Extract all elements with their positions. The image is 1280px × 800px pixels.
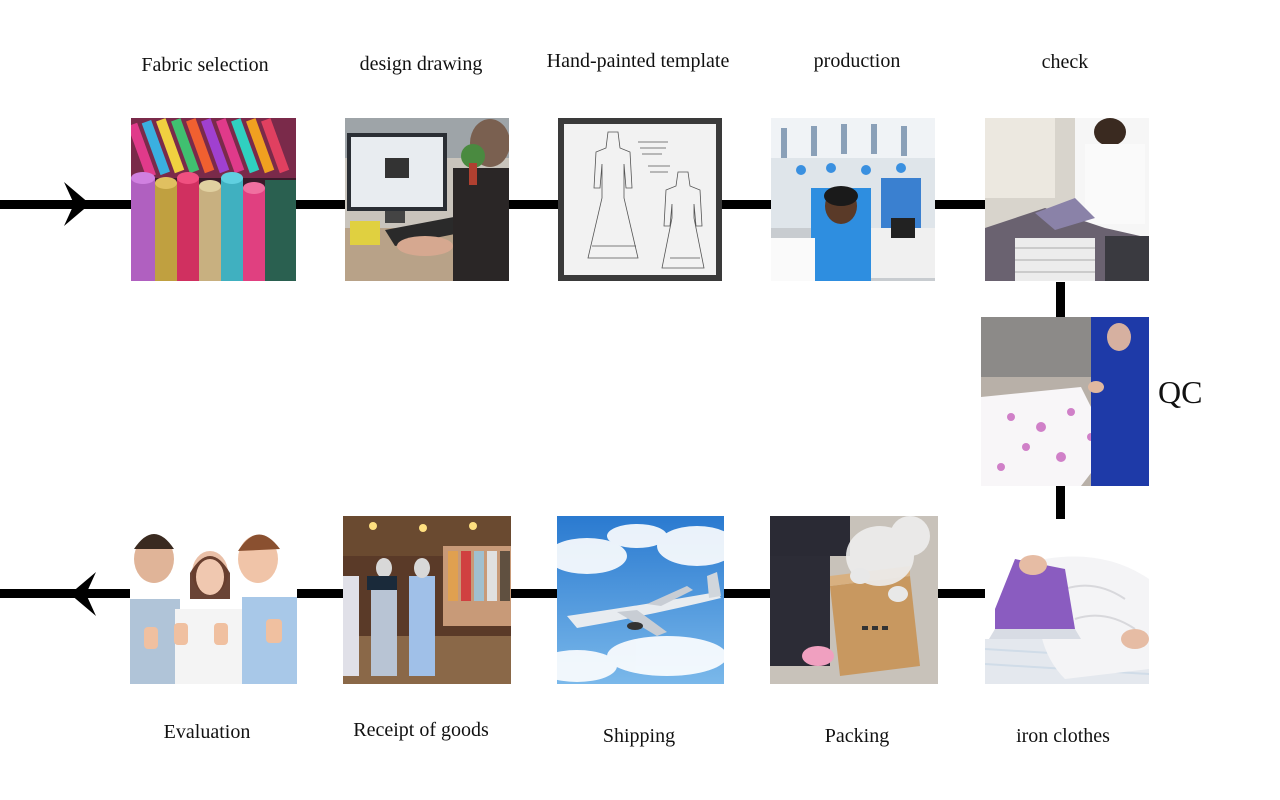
step-label: iron clothes (953, 725, 1173, 748)
arrow-right-icon (60, 180, 94, 228)
step-label: Receipt of goods (311, 719, 531, 742)
connector-line (509, 200, 558, 209)
hand-painted-template-image (558, 118, 722, 281)
step-label: design drawing (311, 53, 531, 76)
check-image (985, 118, 1149, 281)
qc-image (981, 317, 1149, 486)
arrow-left-icon (66, 570, 100, 618)
step-label: Packing (747, 725, 967, 748)
connector-line (722, 200, 771, 209)
design-drawing-image (345, 118, 509, 281)
iron-clothes-image (985, 519, 1149, 684)
packing-image (770, 516, 938, 684)
receipt-of-goods-image (343, 516, 511, 684)
step-label: check (955, 51, 1175, 74)
connector-line (1056, 282, 1065, 317)
connector-line (1056, 486, 1065, 519)
step-label: Fabric selection (95, 54, 315, 77)
connector-line (296, 200, 346, 209)
step-label: production (747, 50, 967, 73)
step-label: Shipping (529, 725, 749, 748)
production-image (771, 118, 935, 281)
step-label: Hand-painted template (528, 50, 748, 73)
connector-line (724, 589, 770, 598)
evaluation-image (130, 519, 297, 684)
connector-line (938, 589, 985, 598)
connector-line (935, 200, 985, 209)
step-label: Evaluation (97, 721, 317, 744)
connector-line (296, 589, 344, 598)
connector-line (511, 589, 557, 598)
qc-label: QC (1158, 374, 1202, 411)
shipping-image (557, 516, 724, 684)
fabric-selection-image (131, 118, 296, 281)
